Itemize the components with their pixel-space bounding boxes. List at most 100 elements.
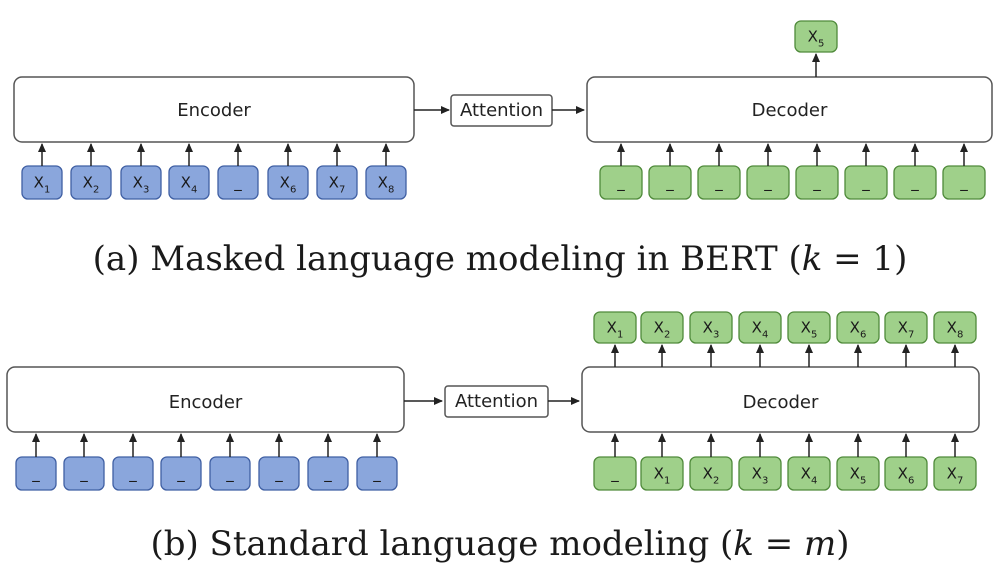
token: _ [593, 456, 637, 491]
token: _ [697, 165, 741, 200]
token-label: X2 [654, 319, 671, 341]
token-label: _ [233, 174, 242, 193]
token-label: _ [176, 465, 185, 484]
token-box [836, 311, 880, 344]
token-label: X6 [280, 174, 297, 196]
token: X2 [689, 456, 733, 491]
token-label: _ [323, 465, 332, 484]
decoder-output-tokens: X1 X2 X3 X4 X5 X6 X7 X8 [593, 311, 977, 367]
token: X5 [794, 20, 838, 53]
encoder-input-tokens: _ _ _ _ _ _ _ _ [15, 433, 398, 491]
token-label: _ [128, 465, 137, 484]
attention-label: Attention [460, 100, 543, 121]
token-label: X7 [947, 465, 964, 487]
decoder-input-tokens: _ X1 X2 X3 X4 X5 X6 X7 [593, 433, 977, 491]
token: X8 [933, 311, 977, 344]
token: _ [599, 165, 643, 200]
token-label: X2 [703, 465, 720, 487]
decoder-box [586, 76, 993, 143]
caption-a: (a) Masked language modeling in BERT (k … [93, 239, 908, 279]
token-label: X7 [329, 174, 346, 196]
token: X1 [21, 165, 63, 200]
token-label: X4 [181, 174, 198, 196]
token: X6 [267, 165, 309, 200]
token-label: _ [31, 465, 40, 484]
decoder-input-tokens: ________ [599, 143, 986, 200]
token-label: X8 [378, 174, 395, 196]
token: X7 [933, 456, 977, 491]
token: X6 [836, 311, 880, 344]
token: X8 [365, 165, 407, 200]
token-box [884, 311, 928, 344]
token-label: X1 [607, 319, 624, 341]
token: X3 [738, 456, 782, 491]
token-label: X5 [850, 465, 867, 487]
token-label: X5 [801, 319, 818, 341]
token: _ [307, 456, 349, 491]
token-label: _ [372, 465, 381, 484]
caption-b: (b) Standard language modeling (k = m) [150, 524, 849, 564]
token-box [794, 20, 838, 53]
token: X4 [738, 311, 782, 344]
token-label: X4 [801, 465, 818, 487]
token: X6 [884, 456, 928, 491]
token: _ [356, 456, 398, 491]
token-box [933, 311, 977, 344]
decoder-label: Decoder [752, 100, 828, 121]
token: X5 [836, 456, 880, 491]
token: X4 [168, 165, 210, 200]
token: X5 [787, 311, 831, 344]
token: _ [112, 456, 154, 491]
decoder-label: Decoder [743, 392, 819, 413]
token: X2 [70, 165, 112, 200]
token-label: _ [665, 174, 674, 193]
token-label: X6 [850, 319, 867, 341]
token-label: _ [861, 174, 870, 193]
token-label: X4 [752, 319, 769, 341]
token-label: X8 [947, 319, 964, 341]
token-box [738, 311, 782, 344]
token: X2 [640, 311, 684, 344]
token-label: _ [225, 465, 234, 484]
token-label: X1 [34, 174, 51, 196]
decoder-box [581, 366, 980, 433]
token-box [640, 311, 684, 344]
encoder-label: Encoder [169, 392, 243, 413]
token-label: _ [714, 174, 723, 193]
token-label: _ [959, 174, 968, 193]
token-label: X7 [898, 319, 915, 341]
encoder-label: Encoder [177, 100, 251, 121]
token-label: X1 [654, 465, 671, 487]
token: _ [258, 456, 300, 491]
token: _ [893, 165, 937, 200]
token: X3 [689, 311, 733, 344]
token-label: _ [910, 174, 919, 193]
token-label: X3 [133, 174, 150, 196]
token-box [593, 311, 637, 344]
token: _ [15, 456, 57, 491]
token: _ [844, 165, 888, 200]
token: X7 [316, 165, 358, 200]
token-box [787, 311, 831, 344]
token-label: _ [274, 465, 283, 484]
token: _ [648, 165, 692, 200]
token-label: X5 [808, 28, 825, 50]
encoder-input-tokens: X1 X2 X3 X4 _ X6 X7 X8 [21, 143, 407, 200]
token: X1 [640, 456, 684, 491]
token: X7 [884, 311, 928, 344]
token: _ [795, 165, 839, 200]
token-label: X3 [752, 465, 769, 487]
token: _ [942, 165, 986, 200]
token-label: X6 [898, 465, 915, 487]
token-label: _ [79, 465, 88, 484]
token: X1 [593, 311, 637, 344]
attention-label: Attention [455, 391, 538, 412]
token-label: _ [610, 465, 619, 484]
token: _ [160, 456, 202, 491]
token: _ [217, 165, 259, 200]
token-label: _ [812, 174, 821, 193]
token: X4 [787, 456, 831, 491]
token: X3 [120, 165, 162, 200]
